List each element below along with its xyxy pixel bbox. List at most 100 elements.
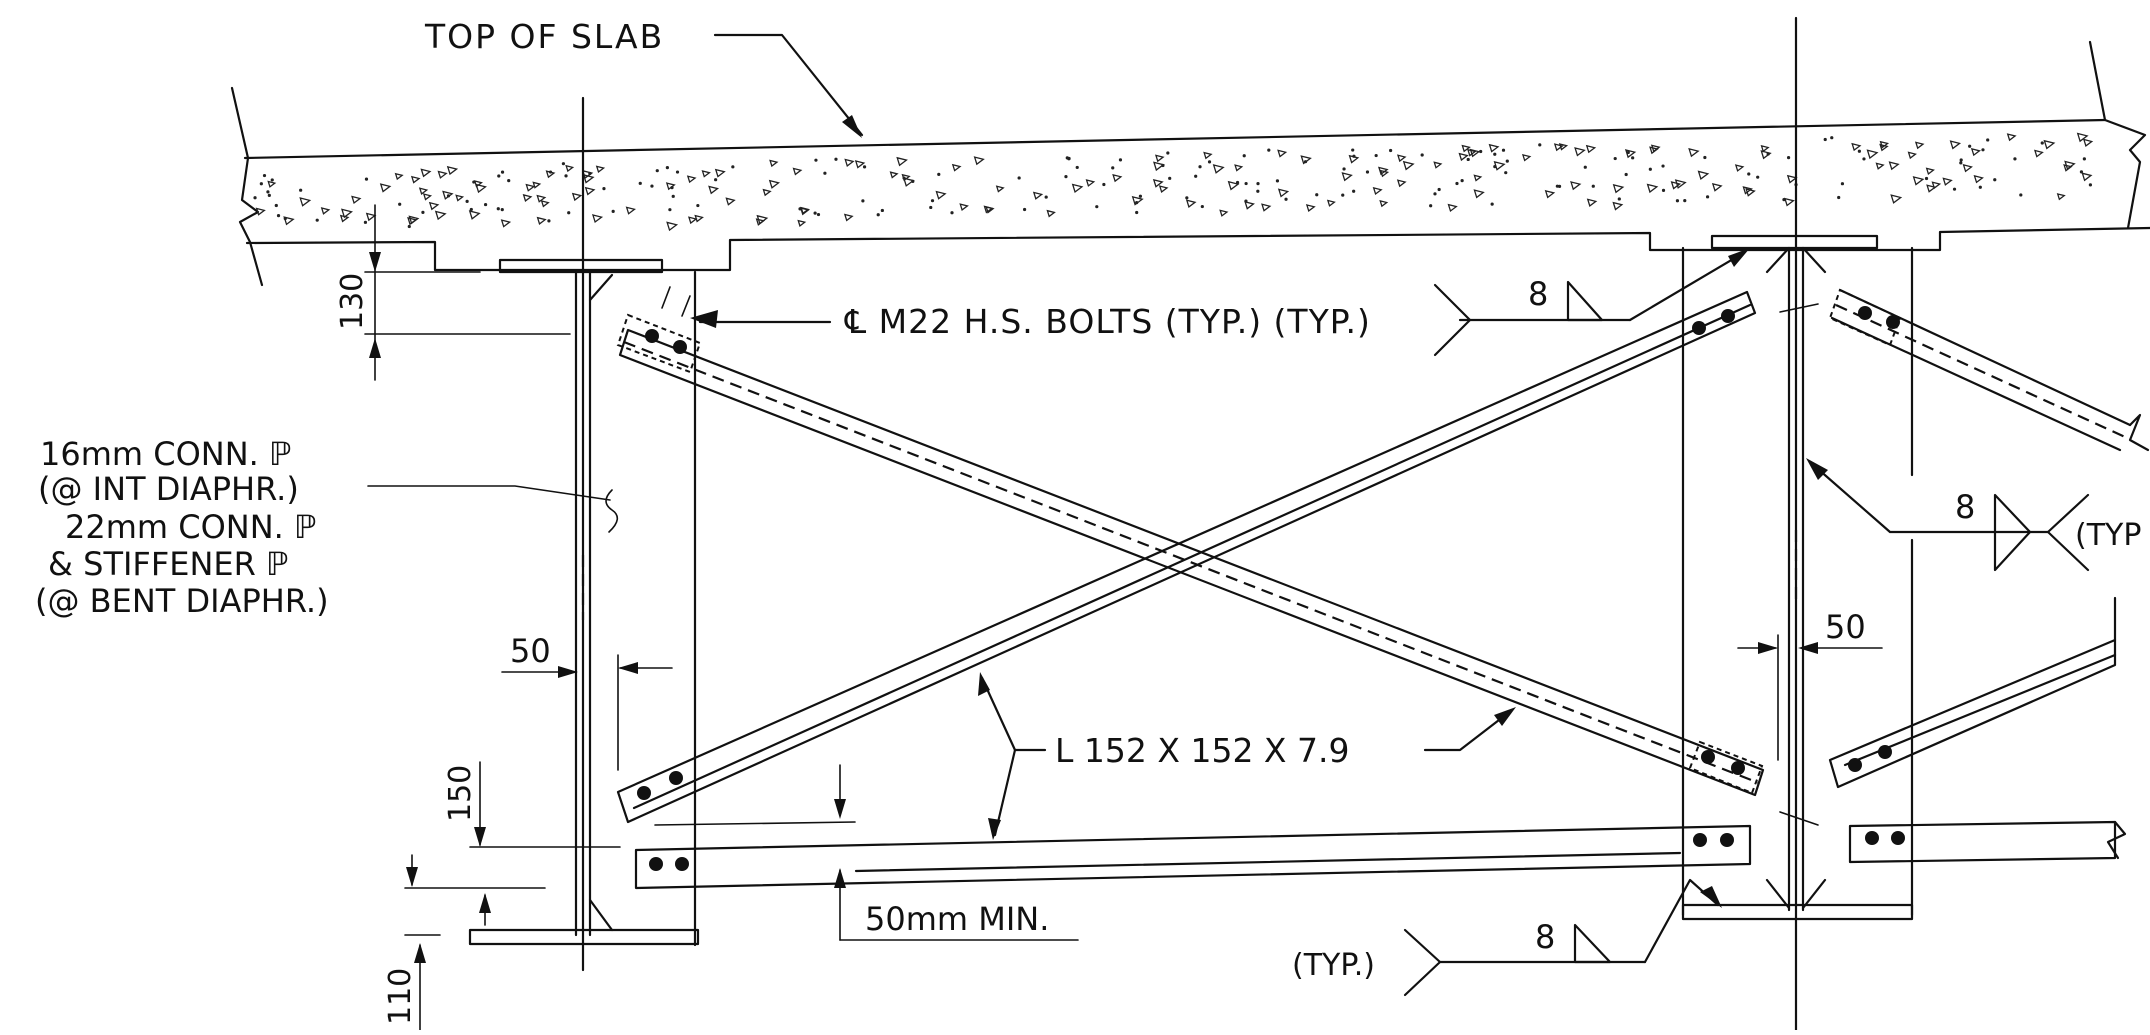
aggregate-mark <box>1711 182 1723 192</box>
aggregate-mark <box>935 190 947 200</box>
aggregate-mark <box>1046 209 1056 218</box>
aggregate-mark <box>582 174 595 184</box>
aggregate-mark <box>666 221 679 232</box>
aggregate-speck <box>655 169 659 173</box>
aggregate-mark <box>1585 144 1597 154</box>
top-flange-right <box>1710 234 1879 250</box>
aggregate-mark <box>768 179 781 189</box>
aggregate-mark <box>418 187 429 195</box>
aggregate-speck <box>564 174 568 178</box>
aggregate-speck <box>930 199 935 203</box>
aggregate-speck <box>1102 182 1106 187</box>
diagonal-brace-up <box>616 290 1757 824</box>
dimension-50-left: 50 <box>501 632 673 771</box>
aggregate-speck <box>675 170 680 174</box>
aggregate-mark <box>437 170 448 179</box>
aggregate-mark <box>1227 180 1240 191</box>
aggregate-mark <box>1907 151 1917 160</box>
aggregate-mark <box>591 214 604 224</box>
aggregate-mark <box>1949 140 1962 150</box>
aggregate-mark <box>1153 161 1165 172</box>
conn-16-line1: 16mm CONN. ℙ <box>40 435 291 473</box>
aggregate-speck <box>274 203 278 208</box>
aggregate-speck <box>1365 170 1370 174</box>
aggregate-speck <box>1968 144 1972 148</box>
aggregate-mark <box>1570 181 1582 191</box>
aggregate-mark <box>1447 203 1458 213</box>
aggregate-mark <box>1670 181 1682 190</box>
top-of-slab-label: TOP OF SLAB <box>424 17 664 56</box>
typ-bottom-label: (TYP.) <box>1292 948 1375 983</box>
aggregate-mark <box>1300 155 1312 165</box>
aggregate-speck <box>472 180 476 184</box>
aggregate-speck <box>1683 199 1687 203</box>
right-girder <box>1681 16 1914 1032</box>
aggregate-speck <box>1830 136 1834 140</box>
aggregate-speck <box>1786 156 1791 160</box>
aggregate-speck <box>1341 193 1345 197</box>
aggregate-mark <box>973 156 985 166</box>
aggregate-speck <box>1460 179 1464 183</box>
aggregate-speck <box>1986 138 1990 142</box>
aggregate-mark <box>1458 152 1469 162</box>
aggregate-mark <box>320 207 331 215</box>
aggregate-speck <box>1661 188 1666 192</box>
aggregate-speck <box>398 202 402 206</box>
aggregate-speck <box>1591 184 1595 188</box>
aggregate-speck <box>1823 137 1827 142</box>
aggregate-speck <box>1256 189 1260 193</box>
aggregate-speck <box>1352 189 1356 193</box>
left-girder <box>468 96 700 972</box>
weld-symbol-right: 8 (TYP <box>1806 458 2141 572</box>
aggregate-speck <box>1455 181 1459 186</box>
aggregate-speck <box>1168 176 1172 180</box>
aggregate-mark <box>2033 149 2044 158</box>
aggregate-speck <box>1017 176 1021 180</box>
aggregate-mark <box>686 175 697 184</box>
aggregate-mark <box>422 193 433 201</box>
aggregate-speck <box>1705 195 1710 199</box>
conn-22-line2: & STIFFENER ℙ <box>48 545 288 583</box>
aggregate-speck <box>588 171 592 176</box>
aggregate-speck <box>1661 164 1665 168</box>
aggregate-speck <box>1166 151 1170 155</box>
aggregate-speck <box>446 194 451 198</box>
aggregate-speck <box>1583 165 1587 169</box>
aggregate-mark <box>1586 198 1598 207</box>
aggregate-mark <box>1875 162 1885 170</box>
aggregate-mark <box>1734 164 1745 172</box>
aggregate-mark <box>1783 197 1795 207</box>
aggregate-mark <box>1624 149 1637 159</box>
aggregate-mark <box>1888 161 1900 171</box>
aggregate-mark <box>995 185 1005 193</box>
aggregate-speck <box>1981 148 1985 152</box>
aggregate-speck <box>1429 204 1433 208</box>
aggregate-speck <box>937 172 941 176</box>
aggregate-speck <box>670 186 674 190</box>
aggregate-speck <box>1389 148 1393 153</box>
aggregate-speck <box>1840 182 1845 186</box>
aggregate-speck <box>1194 174 1198 178</box>
aggregate-speck <box>500 170 505 174</box>
aggregate-mark <box>1786 174 1798 184</box>
aggregate-speck <box>665 166 669 170</box>
dimension-50mm-min: 50mm MIN. <box>834 868 1079 941</box>
aggregate-mark <box>762 188 772 197</box>
aggregate-mark <box>1544 189 1556 199</box>
conn-22-line1: 22mm CONN. ℙ <box>65 508 316 546</box>
aggregate-mark <box>1914 141 1925 150</box>
aggregate-mark <box>1244 200 1255 210</box>
aggregate-mark <box>1866 149 1879 160</box>
aggregate-mark <box>1646 183 1659 194</box>
aggregate-speck <box>1267 148 1271 152</box>
aggregate-speck <box>262 173 267 178</box>
aggregate-speck <box>483 202 488 207</box>
aggregate-speck <box>1064 175 1068 179</box>
aggregate-speck <box>834 157 838 161</box>
aggregate-mark <box>1521 153 1532 162</box>
aggregate-speck <box>270 178 274 182</box>
aggregate-speck <box>1747 172 1751 176</box>
aggregate-speck <box>862 165 867 169</box>
dim-110-label: 110 <box>383 968 418 1025</box>
aggregate-speck <box>259 182 263 186</box>
